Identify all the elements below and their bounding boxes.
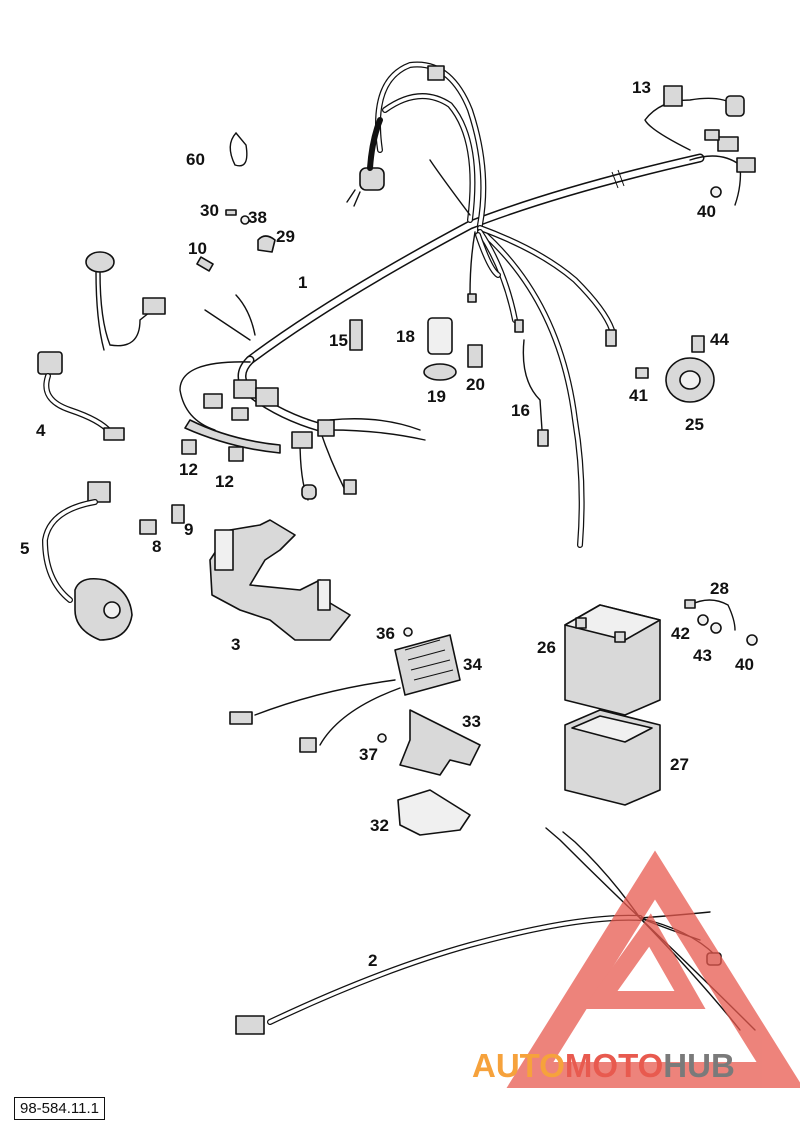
callout-43: 43 [693, 646, 712, 665]
callout-42: 42 [671, 624, 690, 643]
callout-32: 32 [370, 816, 389, 835]
battery-box-27 [564, 709, 661, 806]
callout-3: 3 [231, 635, 240, 654]
horn-25 [635, 335, 715, 403]
callout-5: 5 [20, 539, 29, 558]
callout-34: 34 [463, 655, 482, 674]
callout-40-bottom: 40 [735, 655, 754, 674]
callout-12-right: 12 [215, 472, 234, 491]
callout-36: 36 [376, 624, 395, 643]
handlebar-switch-4 [37, 351, 125, 441]
callout-19: 19 [427, 387, 446, 406]
callout-2: 2 [368, 951, 377, 970]
callout-8: 8 [152, 537, 161, 556]
callout-9: 9 [184, 520, 193, 539]
callout-60: 60 [186, 150, 205, 169]
callout-44: 44 [710, 330, 729, 349]
callout-18: 18 [396, 327, 415, 346]
callout-26: 26 [537, 638, 556, 657]
relay-13 [663, 85, 683, 107]
small-parts-left [139, 131, 276, 535]
document-code: 98-584.11.1 [14, 1097, 105, 1120]
frame-bracket-3 [209, 519, 351, 641]
battery-26 [564, 604, 661, 716]
callout-27: 27 [670, 755, 689, 774]
callout-labels: 1 2 3 4 5 8 9 10 12 12 13 15 16 18 19 20… [20, 78, 754, 970]
callout-38: 38 [248, 208, 267, 227]
callout-37: 37 [359, 745, 378, 764]
callout-15: 15 [329, 331, 348, 350]
handlebar-switch-5 [41, 481, 133, 641]
regulator-34 [229, 627, 461, 753]
callout-1: 1 [298, 273, 307, 292]
regulator-bracket-33 [377, 709, 481, 776]
main-wiring-harness [179, 61, 756, 548]
callout-4: 4 [36, 421, 46, 440]
callout-28: 28 [710, 579, 729, 598]
callout-10: 10 [188, 239, 207, 258]
small-parts-center [349, 317, 549, 447]
callout-40-top: 40 [697, 202, 716, 221]
callout-30: 30 [200, 201, 219, 220]
callout-29: 29 [276, 227, 295, 246]
ignition-switch-wire [85, 251, 166, 351]
cover-plate-32 [397, 789, 471, 836]
callout-13: 13 [632, 78, 651, 97]
lower-wiring-harness [235, 827, 756, 1035]
callout-25: 25 [685, 415, 704, 434]
callout-41: 41 [629, 386, 648, 405]
callout-16: 16 [511, 401, 530, 420]
callout-20: 20 [466, 375, 485, 394]
battery-cable-28 [684, 186, 758, 646]
callout-33: 33 [462, 712, 481, 731]
callout-12-left: 12 [179, 460, 198, 479]
